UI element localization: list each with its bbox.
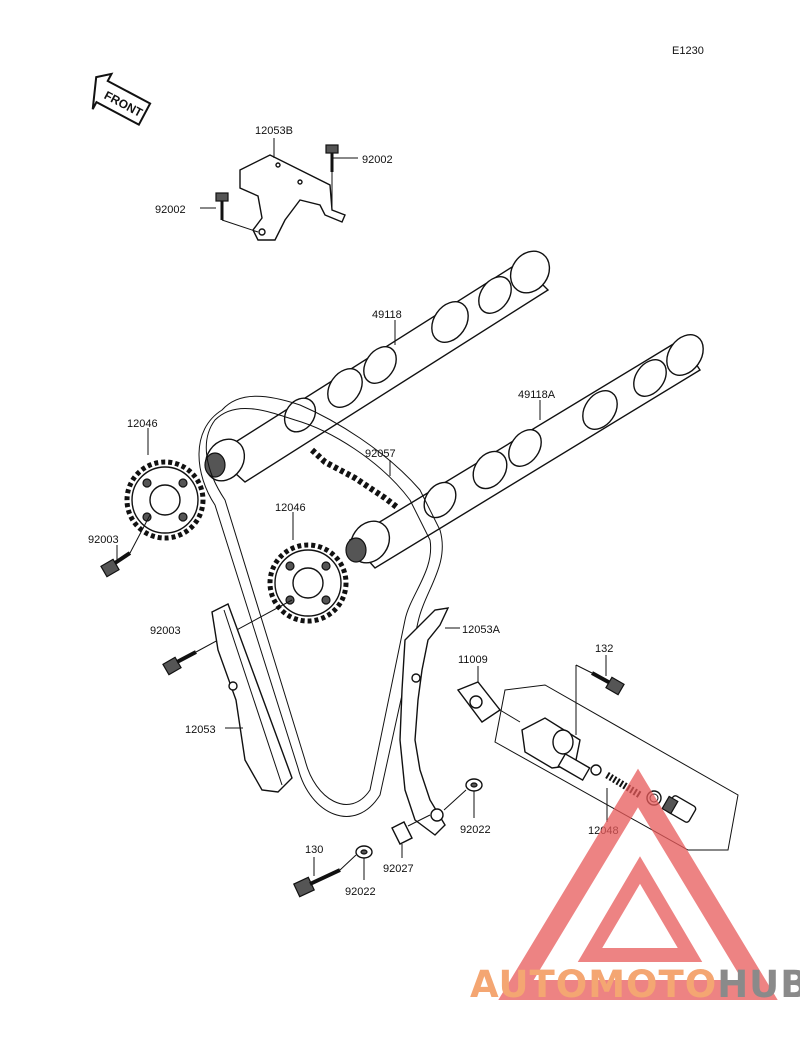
diagram-code: E1230: [672, 45, 704, 57]
part-label-bolt-top-right: 92002: [362, 154, 393, 166]
bolt-top-left: [215, 192, 229, 220]
gasket: [456, 681, 502, 723]
part-label-guide-front: 12053: [185, 724, 216, 736]
watermark-part2: HUB: [717, 963, 800, 1006]
bolt-top-right: [325, 144, 339, 172]
watermark-text: AUTOMOTOHUB: [470, 963, 800, 1006]
tensioner-bolt: [591, 671, 625, 696]
part-label-sprocket-right: 12046: [275, 502, 306, 514]
front-arrow-icon: FRONT: [91, 72, 152, 127]
part-label-bolt-sprocket-right: 92003: [150, 625, 181, 637]
sprocket-right: [267, 542, 349, 624]
part-label-washer-right: 92022: [460, 824, 491, 836]
collar: [391, 821, 413, 845]
chain-guide-rear: [399, 607, 450, 836]
bolt-sprocket-right: [162, 650, 197, 676]
tensioner-box: [494, 684, 739, 851]
chain-guide-bracket: [239, 154, 346, 241]
chain-guide-front: [211, 603, 293, 793]
pivot-bolt: [292, 868, 341, 898]
part-label-bracket: 12053B: [255, 125, 293, 137]
part-label-tensioner-bolt: 132: [595, 643, 613, 655]
camshaft-lower: [345, 334, 704, 569]
watermark-part1: AUTOMOTO: [470, 963, 717, 1006]
part-label-chain: 92057: [365, 448, 396, 460]
part-label-camshaft-upper: 49118: [372, 309, 402, 321]
part-label-sprocket-left: 12046: [127, 418, 158, 430]
part-label-collar: 92027: [383, 863, 414, 875]
sprocket-left: [124, 459, 206, 541]
part-label-gasket: 11009: [458, 654, 488, 666]
part-label-guide-rear: 12053A: [462, 624, 501, 636]
part-label-pivot-bolt: 130: [305, 844, 323, 856]
bolt-sprocket-left: [100, 551, 132, 578]
part-label-bolt-sprocket-left: 92003: [88, 534, 119, 546]
part-label-washer-left: 92022: [345, 886, 376, 898]
washer-right: [465, 778, 483, 792]
camshaft-upper: [204, 250, 551, 483]
watermark-logo: [498, 768, 778, 1000]
part-label-bolt-top-left: 92002: [155, 204, 186, 216]
tensioner: [521, 717, 697, 823]
part-label-camshaft-lower: 49118A: [518, 389, 556, 401]
washer-left: [355, 845, 373, 859]
cam-chain: [198, 395, 443, 817]
